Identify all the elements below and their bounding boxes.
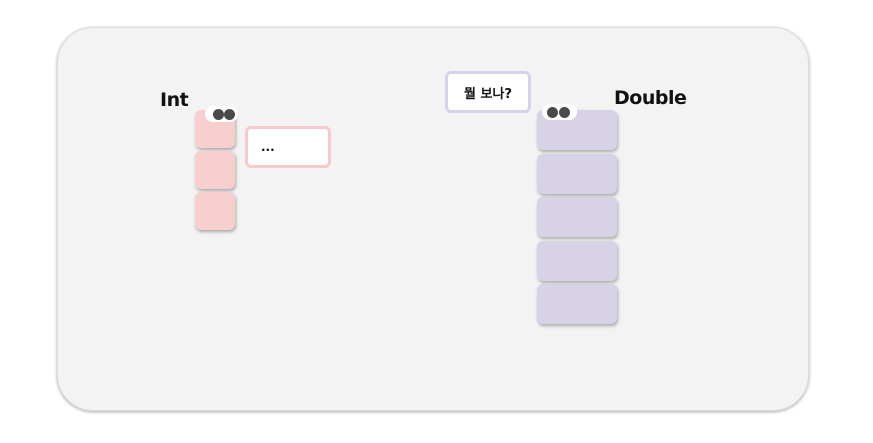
double-block-2: [537, 154, 617, 194]
double-speech-text: 뭘 보나?: [464, 86, 512, 102]
double-left-pupil: [547, 107, 558, 118]
double-eyes-icon: [542, 104, 577, 120]
int-speech-text: ...: [261, 140, 275, 154]
int-label: Int: [160, 89, 189, 111]
int-right-pupil: [224, 109, 235, 120]
double-block-5: [537, 284, 617, 324]
double-block-3: [537, 197, 617, 237]
double-label: Double: [614, 87, 687, 109]
int-block-3: [195, 192, 235, 230]
int-speech-bubble: ...: [245, 126, 331, 168]
double-right-pupil: [559, 107, 570, 118]
double-block-4: [537, 241, 617, 281]
double-speech-bubble: 뭘 보나?: [445, 71, 531, 113]
int-left-pupil: [213, 109, 224, 120]
diagram-canvas: [57, 27, 809, 411]
int-eyes-icon: [205, 106, 238, 122]
int-block-2: [195, 151, 235, 189]
